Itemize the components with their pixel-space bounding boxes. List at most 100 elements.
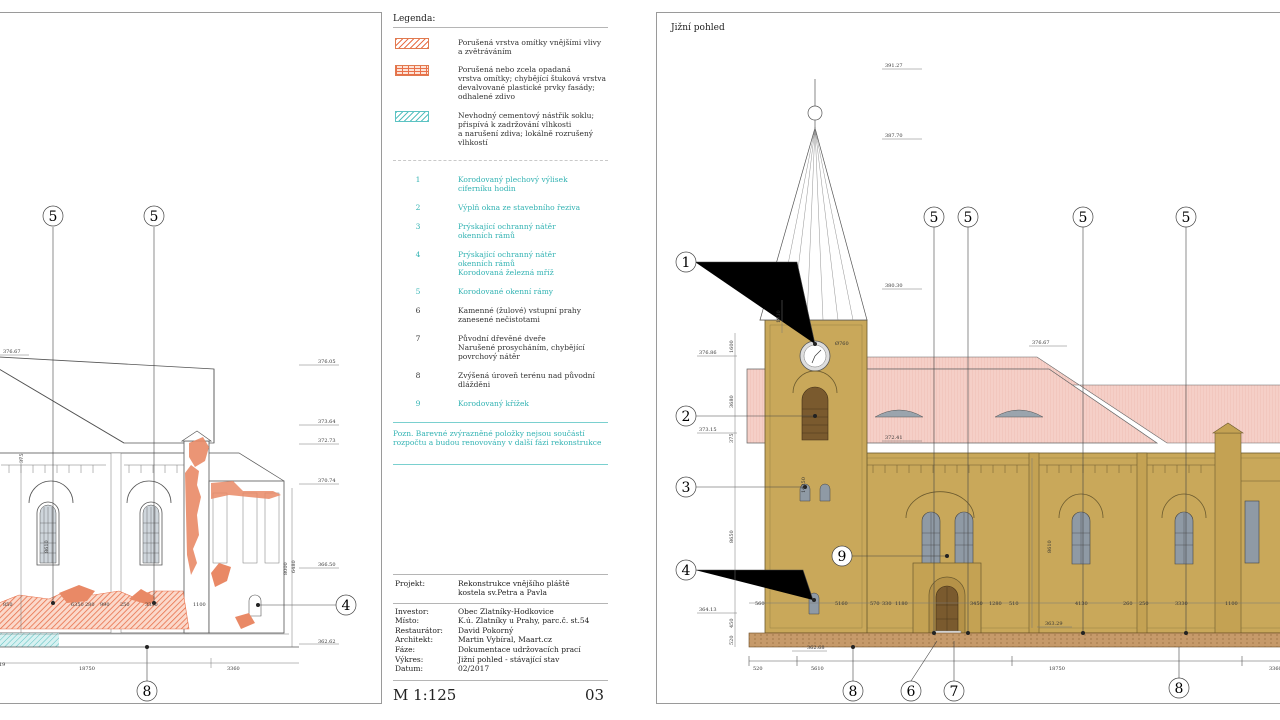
dim-label: 1280	[989, 601, 1002, 607]
dim-label: 1100	[1225, 601, 1238, 607]
callout-six: 6	[900, 680, 922, 702]
south-elevation-drawing: 1 2 3 4 5 5 5 5 9 8 6 7 8 3	[675, 63, 1280, 702]
callout-four: 4	[335, 594, 357, 616]
dim-label: 990	[100, 602, 110, 608]
damage-patches	[0, 437, 281, 647]
dim-label: 8000	[283, 562, 289, 575]
callout-four: 4	[675, 559, 697, 581]
dim-label: 450	[729, 618, 735, 628]
callout-five-b: 5	[957, 206, 979, 228]
meta-row: Restaurátor:David Pokorný	[395, 626, 513, 635]
callout-eight: 8	[136, 680, 158, 702]
dim-label: 560	[755, 601, 765, 607]
legend-item-text: Korodovaný křížek	[458, 399, 529, 408]
swatch-cement-plinth	[395, 111, 429, 122]
dim-label: 373.64	[318, 419, 336, 425]
callout-label: 3	[682, 480, 691, 496]
legend-item-number: 5	[415, 287, 421, 296]
divider	[393, 27, 608, 28]
callout-label: 5	[150, 209, 159, 225]
dim-label: 260	[1123, 601, 1133, 607]
dim-label: 370.74	[318, 478, 336, 484]
dim-label: 18750	[1049, 666, 1065, 672]
divider	[393, 680, 608, 681]
project-label: Projekt:	[395, 579, 425, 588]
meta-key: Výkres:	[395, 655, 424, 664]
nave-window	[1161, 493, 1207, 565]
dim-label: 1600	[729, 340, 735, 353]
callout-label: 5	[1182, 210, 1191, 226]
dim-label: 3360	[1269, 666, 1280, 672]
callout-five-a: 5	[923, 206, 945, 228]
callout-three: 3	[675, 476, 697, 498]
legend-swatch-text: Porušená vrstva omítky vnějšími vlivy a …	[458, 38, 602, 56]
legend-item-number: 6	[415, 306, 421, 315]
left-elevation-drawing: 5 5 4 8 376.67 37	[0, 205, 357, 702]
dim-label: 372.41	[885, 435, 903, 441]
callout-label: 8	[849, 684, 858, 700]
legend-note: Pozn. Barevné zvýrazněné položky nejsou …	[393, 429, 602, 447]
left-window	[28, 480, 74, 566]
dim-label: 1100	[193, 602, 206, 608]
legend-item-number: 4	[415, 250, 421, 259]
legend-item-text: Zvýšená úroveň terénu nad původní dláždě…	[458, 371, 595, 389]
callout-label: 2	[682, 409, 691, 425]
dim-label: 1180	[895, 601, 908, 607]
dim-label: 376.05	[318, 359, 336, 365]
callout-five-b: 5	[143, 205, 165, 227]
callout-label: 5	[1079, 210, 1088, 226]
legend-item-number: 2	[415, 203, 421, 212]
swatch-missing-plaster	[395, 65, 429, 76]
dim-label: 391.27	[885, 63, 903, 69]
dim-label: 362.62	[318, 639, 336, 645]
church-tower	[759, 79, 868, 634]
meta-key: Investor:	[395, 607, 429, 616]
view-title: Jižní pohled	[671, 23, 725, 33]
callout-one: 1	[675, 251, 697, 273]
callout-label: 5	[964, 210, 973, 226]
callout-label: 9	[838, 549, 847, 565]
meta-key: Datum:	[395, 664, 423, 673]
meta-row: Výkres:Jižní pohled - stávající stav	[395, 655, 559, 664]
legend-swatch-text: Porušená nebo zcela opadaná vrstva omítk…	[458, 65, 606, 101]
legend-item-text: Kamenné (žulové) vstupní prahy zanesené …	[458, 306, 581, 324]
dim-label: Ø760	[835, 340, 849, 347]
dim-label: 570	[870, 601, 880, 607]
meta-key: Restaurátor:	[395, 626, 443, 635]
meta-value: Obec Zlatníky-Hodkovice	[458, 607, 554, 616]
dim-label: 5610	[811, 666, 824, 672]
dim-label: 6350	[71, 602, 84, 608]
meta-key: Architekt:	[395, 635, 433, 644]
callout-five-d: 5	[1175, 206, 1197, 228]
dim-label: 19	[0, 662, 5, 668]
dim-label: 520	[753, 666, 763, 672]
legend-item-text: Korodované okenní rámy	[458, 287, 554, 296]
callout-label: 7	[950, 684, 959, 700]
nave-window	[1058, 493, 1104, 565]
dim-label: 363.29	[1045, 621, 1063, 627]
callout-five-a: 5	[42, 205, 64, 227]
dim-label: 8610	[44, 540, 50, 553]
entrance-portal	[912, 562, 982, 637]
dim-label: 520	[729, 635, 735, 645]
callout-label: 5	[930, 210, 939, 226]
meta-row: Investor: Obec Zlatníky-Hodkovice	[395, 607, 554, 616]
callout-label: 5	[49, 209, 58, 225]
dim-label: 3450	[970, 601, 983, 607]
legend-item-number: 9	[415, 399, 421, 408]
legend-swatch-text: Nevhodný cementový nástřik soklu; přispí…	[458, 111, 594, 147]
dim-label: 3330	[1175, 601, 1188, 607]
left-drawing-sheet: 5 5 4 8 376.67 37	[0, 12, 382, 704]
callout-leaders	[695, 227, 1187, 682]
legend-item-number: 7	[415, 334, 421, 343]
divider	[393, 574, 608, 575]
legend-item-text: Korodovaný plechový výlisek ciferníku ho…	[458, 175, 568, 193]
legend-title: Legenda:	[393, 14, 436, 24]
dim-label: 6480	[291, 560, 297, 573]
legend-item-text: Prýskající ochranný nátěr okenních rámů	[458, 222, 556, 240]
callout-eight-b: 8	[1168, 677, 1190, 699]
callout-nine: 9	[831, 545, 853, 567]
dim-label: 376.67	[3, 349, 21, 355]
dim-label: 250	[1139, 601, 1149, 607]
dim-label: 18750	[79, 666, 95, 672]
